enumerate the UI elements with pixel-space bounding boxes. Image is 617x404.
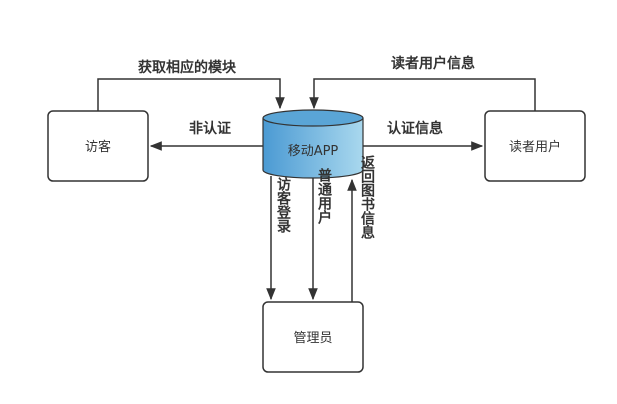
edge-auth-info: 认证信息 xyxy=(363,120,484,151)
edge-unauthenticated: 非认证 xyxy=(149,120,263,151)
edge-reader-info: 读者用户信息 xyxy=(309,55,536,111)
node-visitor: 访客 xyxy=(47,110,149,182)
edge-reader-info-label: 读者用户信息 xyxy=(391,55,475,72)
node-admin-label: 管理员 xyxy=(293,331,332,346)
edge-get-module-label: 获取相应的模块 xyxy=(138,59,237,76)
node-reader-label: 读者用户 xyxy=(509,139,561,155)
node-visitor-label: 访客 xyxy=(85,139,111,155)
node-mobile-app: 移动APP xyxy=(262,109,364,179)
edge-return-book-info: 返回图书信息 xyxy=(347,154,375,302)
node-mobile-app-label: 移动APP xyxy=(288,144,339,159)
edge-unauthenticated-label: 非认证 xyxy=(189,120,231,137)
edge-regular-user-label: 普通用户 xyxy=(316,167,332,225)
edge-regular-user: 普通用户 xyxy=(308,167,332,301)
edge-return-book-info-label: 返回图书信息 xyxy=(359,154,375,240)
node-reader: 读者用户 xyxy=(484,110,586,182)
edge-get-module: 获取相应的模块 xyxy=(97,59,285,111)
node-admin: 管理员 xyxy=(262,301,364,373)
edge-visitor-login-label: 访客登录 xyxy=(275,176,292,234)
edge-auth-info-label: 认证信息 xyxy=(387,120,443,137)
edge-visitor-login: 访客登录 xyxy=(266,176,292,301)
